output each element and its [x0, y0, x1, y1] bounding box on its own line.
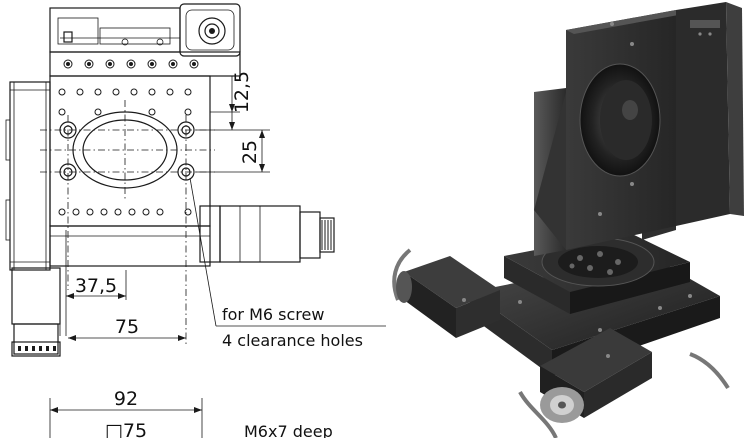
dimension-75: 75	[68, 316, 186, 341]
screw-note-leader: for M6 screw 4 clearance holes	[189, 177, 386, 350]
main-plate	[40, 75, 215, 345]
lower-carriage	[49, 205, 335, 267]
clearance-holes	[59, 121, 195, 181]
dim-label-square-75: □75	[105, 420, 147, 438]
left-side-rail	[5, 81, 51, 271]
screw-note-line2: 4 clearance holes	[222, 331, 363, 350]
dim-label-12-5: 12,5	[231, 71, 253, 113]
dim-label-92: 92	[114, 388, 138, 410]
dim-label-75: 75	[115, 316, 139, 338]
thread-note: M6x7 deep	[244, 422, 333, 438]
dim-label-37-5: 37,5	[75, 275, 117, 297]
product-photo	[392, 2, 744, 438]
dimension-25: 25	[196, 129, 270, 173]
dim-label-25: 25	[239, 140, 261, 164]
left-lower-motor	[11, 230, 67, 357]
dimension-12-5: 12,5	[210, 71, 253, 130]
screw-note-line1: for M6 screw	[222, 305, 324, 324]
dimension-92: 92 □75 M6x7 deep	[49, 388, 333, 438]
dimension-37-5: 37,5	[66, 270, 127, 300]
top-motor-assembly	[49, 3, 241, 57]
